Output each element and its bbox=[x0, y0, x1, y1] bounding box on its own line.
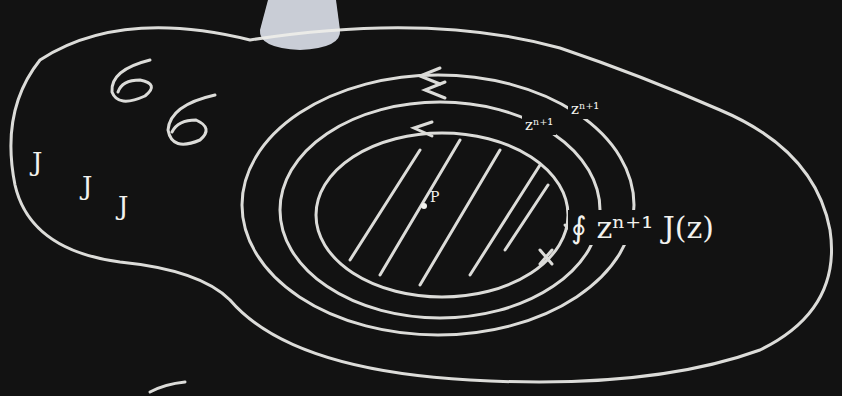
hatching bbox=[350, 140, 548, 285]
contour-integral: ∮ zⁿ⁺¹ J(z) bbox=[568, 210, 717, 245]
outer-contour bbox=[242, 75, 634, 335]
inner-contour bbox=[316, 133, 568, 297]
point-label: P bbox=[430, 190, 439, 205]
middle-contour bbox=[280, 102, 600, 318]
doodle bbox=[112, 60, 152, 101]
current-symbol: J bbox=[118, 192, 128, 221]
power-term: zⁿ⁺¹ bbox=[522, 116, 556, 135]
region-outline bbox=[11, 28, 832, 382]
arrow-head bbox=[414, 122, 432, 136]
lamp bbox=[260, 0, 340, 50]
doodle bbox=[168, 95, 215, 144]
arrow-head bbox=[420, 68, 440, 84]
power-term: zⁿ⁺¹ bbox=[568, 100, 602, 119]
stray-stroke bbox=[150, 382, 185, 392]
current-symbol: J bbox=[32, 148, 42, 177]
arrow-head bbox=[425, 82, 445, 98]
cross-mark bbox=[540, 250, 552, 264]
point-dot bbox=[421, 203, 427, 209]
current-symbol: J bbox=[82, 172, 92, 201]
